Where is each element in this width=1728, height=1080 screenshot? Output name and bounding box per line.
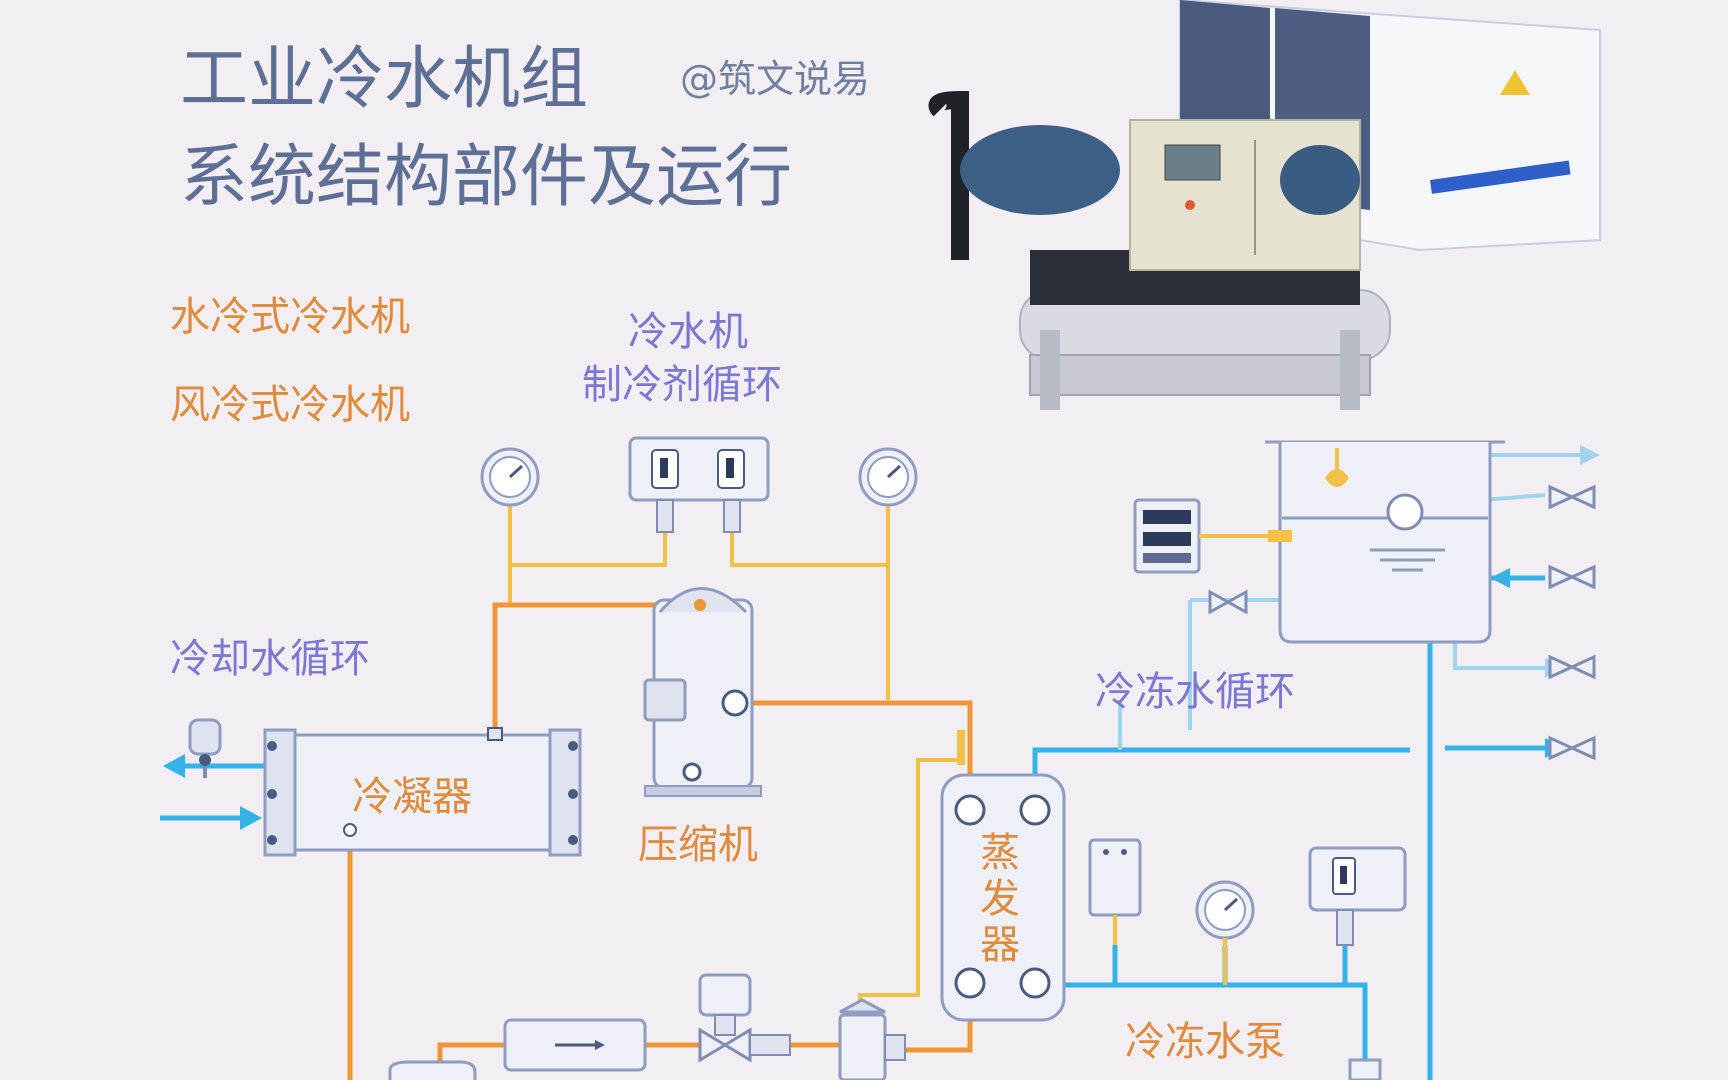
pump-icon bbox=[1348, 1058, 1382, 1080]
water-valve-icon bbox=[188, 718, 222, 778]
label-chilled-pump: 冷冻水泵 bbox=[1125, 1019, 1285, 1065]
cooling-water-arrows bbox=[160, 754, 270, 830]
title-handle: @筑文说易 bbox=[680, 57, 870, 101]
solenoid-valve-icon bbox=[698, 973, 791, 1063]
pump-pressure-switch-icon bbox=[1308, 846, 1407, 946]
chilled-water-tank-icon bbox=[1265, 440, 1505, 644]
gauge-pump-icon bbox=[1195, 880, 1255, 985]
evaporator-icon bbox=[940, 773, 1066, 1022]
label-cooling-water-loop: 冷却水循环 bbox=[170, 636, 370, 682]
valve-bowtie-icons bbox=[1208, 484, 1596, 761]
label-evaporator-3: 器 bbox=[980, 922, 1020, 968]
title-line2: 系统结构部件及运行 bbox=[180, 138, 792, 217]
label-refrigerant-line2: 制冷剂循环 bbox=[582, 362, 782, 408]
chiller-unit-illustration bbox=[928, 0, 1601, 410]
label-air-cooled: 风冷式冷水机 bbox=[170, 382, 410, 428]
gauge-left-icon bbox=[480, 447, 540, 507]
pressure-switch-icon bbox=[628, 436, 770, 533]
flow-switch-icon bbox=[1088, 838, 1142, 945]
label-evaporator-1: 蒸 bbox=[980, 830, 1020, 876]
label-refrigerant-line1: 冷水机 bbox=[628, 309, 748, 355]
expansion-valve-icon bbox=[838, 998, 906, 1080]
label-condenser: 冷凝器 bbox=[352, 774, 472, 820]
label-evaporator-2: 发 bbox=[980, 876, 1020, 922]
compressor-icon bbox=[643, 587, 762, 797]
label-water-cooled: 水冷式冷水机 bbox=[170, 294, 410, 340]
gauge-right-icon bbox=[858, 447, 918, 507]
filter-drier-icon bbox=[503, 1018, 647, 1072]
title-line1: 工业冷水机组 bbox=[180, 40, 588, 119]
receiver-icon bbox=[388, 1060, 477, 1080]
temperature-controller-icon bbox=[1133, 498, 1292, 574]
label-compressor: 压缩机 bbox=[638, 822, 758, 868]
label-chilled-water-loop: 冷冻水循环 bbox=[1095, 669, 1295, 715]
condenser-icon bbox=[263, 727, 582, 857]
